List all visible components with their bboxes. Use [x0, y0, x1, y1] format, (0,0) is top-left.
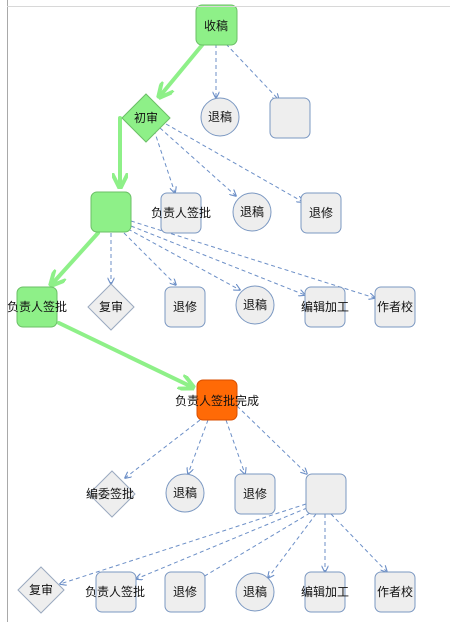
edge-blank-to-retreat: [127, 228, 240, 290]
retreat-label-4: 退稿: [173, 485, 197, 500]
principal-label-1: 负责人签批: [151, 205, 211, 220]
edge-done-to-editorial-approval: [125, 419, 201, 478]
edge-blank2-to-retreat: [268, 513, 317, 578]
revise-label-1: 退修: [309, 205, 333, 220]
editorial-approval-node[interactable]: [88, 470, 136, 518]
edge-blank-to-editing: [130, 225, 305, 295]
revise-node-4[interactable]: [164, 571, 206, 613]
edge-first-review-to-principal: [153, 129, 175, 193]
retreat-label-1: 退稿: [208, 109, 232, 124]
revise-label-3: 退修: [243, 486, 267, 501]
editing-label-1: 编辑加工: [301, 299, 349, 314]
edge-first-review-to-revise: [165, 123, 303, 202]
receive-label: 收稿: [204, 18, 228, 33]
flow-blank-to-principal: [52, 231, 100, 284]
editing-node-2[interactable]: [304, 571, 346, 613]
edge-blank2-to-revise: [198, 512, 311, 580]
first-review-node[interactable]: [121, 93, 171, 143]
principal-node-1[interactable]: [160, 192, 202, 234]
retreat-node-5[interactable]: [235, 572, 275, 612]
blank-green-node[interactable]: [90, 191, 132, 233]
retreat-label-5: 退稿: [243, 584, 267, 599]
principal-node-2[interactable]: [95, 571, 137, 613]
retreat-node-2[interactable]: [232, 192, 272, 232]
editing-node-1[interactable]: [304, 286, 346, 328]
revise-node-2[interactable]: [164, 286, 206, 328]
blank-node-1[interactable]: [269, 97, 311, 139]
flow-receive-to-first-review: [160, 42, 205, 96]
second-review-label-1: 复审: [99, 299, 123, 314]
retreat-label-2: 退稿: [240, 204, 264, 219]
editing-label-2: 编辑加工: [301, 584, 349, 599]
edge-first-review-to-retreat: [159, 127, 236, 196]
second-review-node-1[interactable]: [87, 283, 135, 331]
author-check-node-2[interactable]: [374, 571, 416, 613]
edge-receive-to-blank: [225, 43, 279, 100]
retreat-node-3[interactable]: [235, 285, 275, 325]
first-review-label: 初审: [134, 110, 158, 125]
author-check-label-2: 作者校: [377, 584, 413, 599]
editorial-approval-label: 编委签批: [86, 486, 134, 501]
blank-node-2[interactable]: [305, 473, 347, 515]
edge-done-to-retreat: [188, 419, 209, 474]
second-review-node-2[interactable]: [17, 566, 65, 614]
revise-label-2: 退修: [173, 299, 197, 314]
principal-label-2: 负责人签批: [85, 584, 145, 599]
retreat-node-4[interactable]: [165, 473, 205, 513]
revise-node-1[interactable]: [300, 192, 342, 234]
revise-label-4: 退修: [173, 584, 197, 599]
retreat-node-1[interactable]: [200, 97, 240, 137]
edge-done-to-revise: [225, 419, 245, 474]
principal-green-label: 负责人签批: [7, 299, 67, 314]
principal-green-node[interactable]: [16, 286, 58, 328]
principal-done-label: 负责人签批完成: [175, 393, 259, 408]
edge-blank2-to-author-check: [330, 513, 387, 572]
retreat-label-3: 退稿: [243, 297, 267, 312]
edge-done-to-blank: [236, 405, 307, 474]
edge-blank2-to-second-review: [60, 503, 307, 584]
principal-done-node[interactable]: [196, 379, 238, 421]
receive-node[interactable]: [195, 4, 238, 46]
author-check-node-1[interactable]: [374, 286, 416, 328]
revise-node-3[interactable]: [234, 473, 276, 515]
second-review-label-2: 复审: [29, 582, 53, 597]
edge-blank-to-revise: [123, 232, 176, 285]
edge-blank-to-author-check: [130, 220, 375, 298]
flow-principal-to-done: [57, 321, 192, 387]
author-check-label-1: 作者校: [377, 299, 413, 314]
edge-blank2-to-principal: [136, 507, 308, 579]
